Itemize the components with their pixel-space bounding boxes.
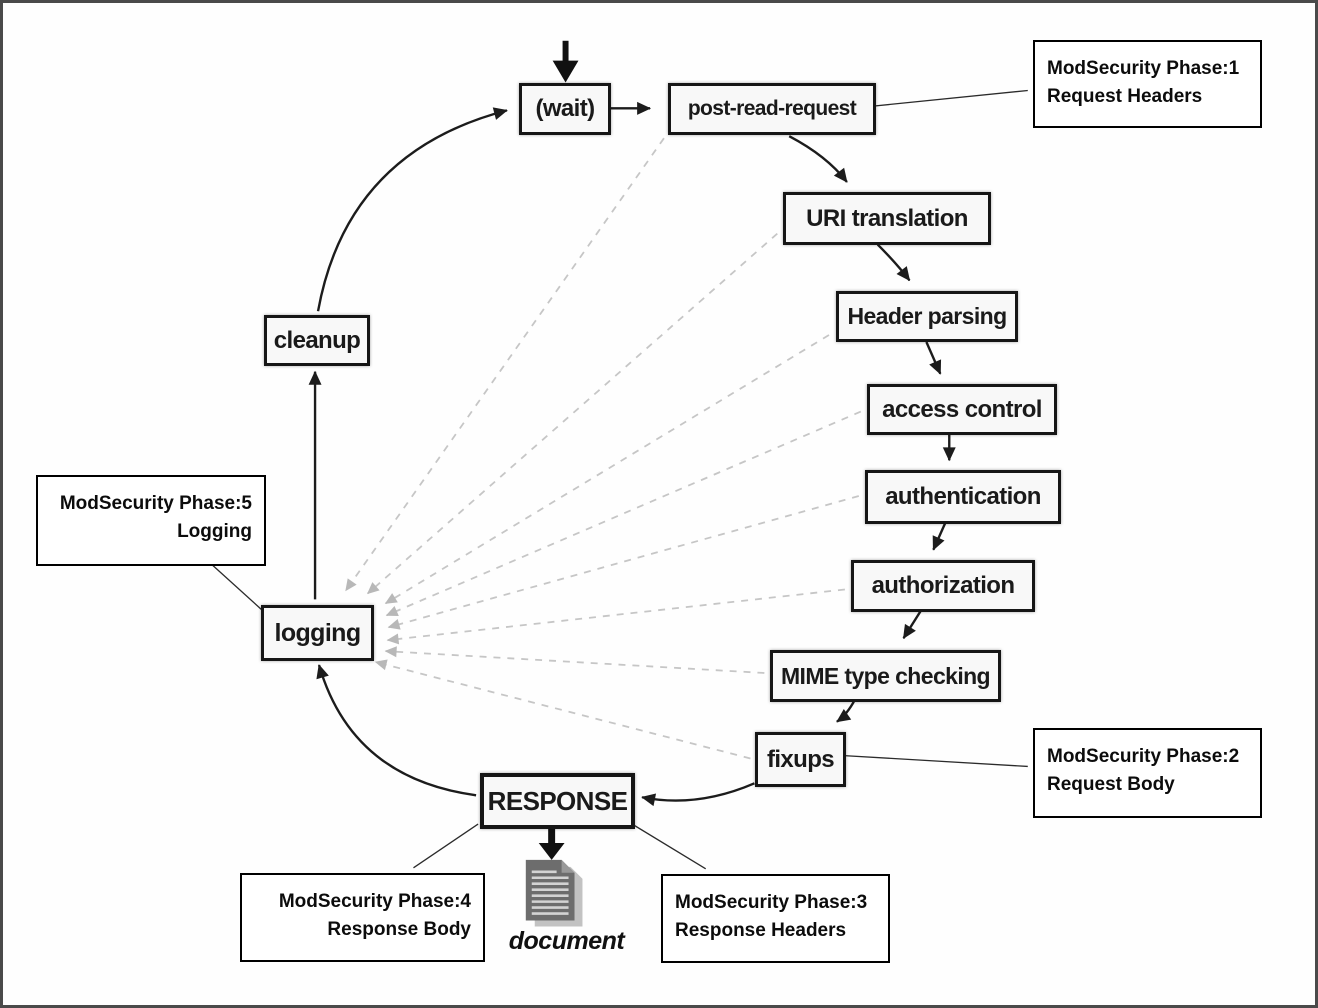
edge-fixups-to-response: [641, 782, 755, 807]
node-mime-type-checking: MIME type checking: [770, 650, 1001, 702]
dashed-edge-mime-type-checking-to-logging: [384, 646, 765, 674]
connector-phase5-to-logging: [209, 562, 263, 611]
callout-phase1-line1: ModSecurity Phase:1: [1047, 58, 1240, 79]
callout-phase4-line1: ModSecurity Phase:4: [278, 891, 471, 912]
edge-cleanup-to-wait: [316, 107, 508, 312]
callout-phase2-line2: Request Body: [1047, 773, 1175, 795]
edge-header-parsing-to-access-control: [925, 341, 942, 375]
callout-modsecurity-phase-4: ModSecurity Phase:4 Response Body: [240, 873, 485, 962]
callout-phase3-line2: Response Headers: [675, 919, 847, 941]
connector-phase4-to-response: [413, 823, 479, 869]
connector-phase2-to-fixups: [841, 754, 1028, 768]
edge-authorization-to-mime-type-checking: [902, 610, 922, 640]
document-icon: [525, 859, 583, 927]
callout-phase5-line1: ModSecurity Phase:5: [59, 493, 252, 514]
node-fixups: fixups: [755, 732, 846, 787]
callout-phase3-line1: ModSecurity Phase:3: [675, 892, 868, 913]
callout-phase1-line2: Request Headers: [1047, 85, 1203, 107]
dashed-edge-authentication-to-logging: [387, 495, 860, 630]
dashed-edge-authorization-to-logging: [386, 588, 845, 645]
callout-modsecurity-phase-3: ModSecurity Phase:3 Response Headers: [661, 874, 890, 963]
diagram-connectors: [209, 40, 1028, 927]
dashed-edge-uri-translation-to-logging: [366, 232, 778, 595]
node-post-read-request: post-read-request: [668, 83, 876, 135]
callout-modsecurity-phase-2: ModSecurity Phase:2 Request Body: [1033, 728, 1262, 818]
dashed-edge-fixups-to-logging: [374, 659, 751, 760]
entry-arrow: [552, 40, 579, 83]
connector-phase3-to-response: [631, 823, 707, 870]
dashed-edge-header-parsing-to-logging: [384, 334, 830, 605]
node-uri-translation: URI translation: [783, 192, 991, 245]
callout-phase4-line2: Response Body: [327, 918, 471, 940]
edge-uri-translation-to-header-parsing: [876, 243, 911, 282]
callout-modsecurity-phase-5: ModSecurity Phase:5 Logging: [36, 475, 266, 566]
node-access-control: access control: [867, 384, 1057, 435]
edge-response-to-logging: [316, 664, 477, 797]
edge-mime-type-checking-to-fixups: [836, 699, 856, 723]
node-cleanup: cleanup: [264, 315, 370, 366]
dashed-edge-post-read-request-to-logging: [345, 137, 665, 592]
node-logging: logging: [261, 605, 374, 661]
node-response: RESPONSE: [480, 773, 635, 829]
document-label: document: [508, 927, 625, 955]
node-wait: (wait): [519, 83, 611, 135]
node-authorization: authorization: [851, 560, 1035, 612]
response-to-document-arrow: [538, 825, 565, 860]
node-authentication: authentication: [865, 470, 1061, 524]
node-header-parsing: Header parsing: [836, 291, 1018, 342]
callout-phase2-line1: ModSecurity Phase:2: [1047, 746, 1240, 767]
edge-authentication-to-authorization: [932, 522, 947, 551]
edge-post-read-request-to-uri-translation: [788, 135, 848, 183]
connector-phase1-to-post-read-request: [870, 89, 1028, 108]
dashed-edge-access-control-to-logging: [385, 410, 862, 617]
callout-phase5-line2: Logging: [177, 520, 252, 542]
callout-modsecurity-phase-1: ModSecurity Phase:1 Request Headers: [1033, 40, 1262, 128]
